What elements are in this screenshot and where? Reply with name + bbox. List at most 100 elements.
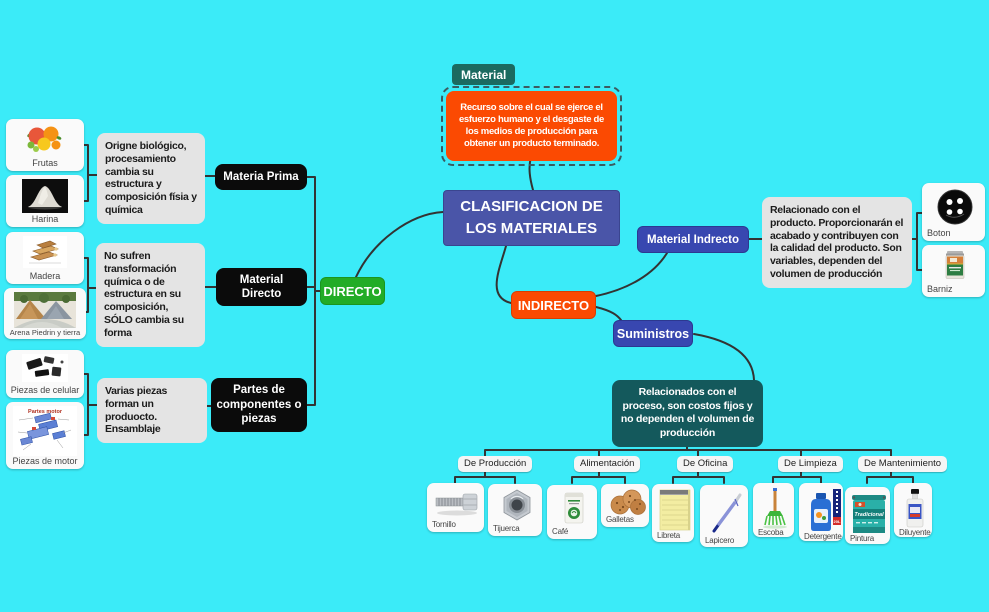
note-materia-prima[interactable]: Origne biológico, procesamiento cambia s… [97, 133, 205, 224]
material-node[interactable]: Material [452, 64, 516, 85]
escoba-image [758, 487, 792, 529]
note-partes[interactable]: Varias piezas forman un produocto. Ensam… [97, 378, 207, 444]
note-text: No sufren transformación química o de es… [104, 250, 184, 339]
connector-note-to-blacknode [203, 175, 217, 407]
piezas-celular-image [22, 354, 68, 382]
card-piezas-motor[interactable]: Partes motor Piezas de motor [6, 402, 84, 469]
card-label: Frutas [32, 158, 58, 168]
directo-node[interactable]: DIRECTO [320, 277, 385, 305]
piezas-motor-image: Partes motor [13, 406, 77, 456]
boton-image [935, 187, 975, 227]
card-harina[interactable]: Harina [6, 175, 84, 227]
note-suministros[interactable]: Relacionados con el proceso, son costos … [612, 380, 763, 447]
galletas-image [606, 488, 648, 516]
tijuerca-image [498, 488, 536, 522]
card-piezas-celular[interactable]: Piezas de celular [6, 350, 84, 398]
category-label: De Mantenimiento [864, 458, 942, 469]
category-de-oficina[interactable]: De Oficina [677, 456, 734, 472]
branch-partes-componentes[interactable]: Partes de componentes o piezas [211, 378, 307, 432]
card-label: Tornillo [432, 520, 456, 529]
branch-label: Material Directo [239, 273, 284, 300]
note-material-directo[interactable]: No sufren transformación química o de es… [96, 243, 205, 347]
root-node[interactable]: CLASIFICACION DE LOS MATERIALES [443, 190, 620, 246]
suministros-label: Suministros [616, 326, 690, 341]
card-label: Tijuerca [493, 524, 520, 533]
card-label: Piezas de celular [10, 385, 80, 395]
card-label: Libreta [657, 531, 681, 540]
category-label: De Producción [464, 458, 527, 469]
branch-materia-prima[interactable]: Materia Prima [215, 164, 307, 190]
tornillo-image [432, 487, 482, 517]
branch-label: Partes de componentes o piezas [216, 384, 302, 426]
pintura-image: Tradicional [848, 491, 890, 535]
madera-image [23, 236, 67, 268]
material-description-text: Recurso sobre el cual se ejerce el esfue… [458, 101, 605, 150]
card-label: Harina [31, 214, 59, 224]
card-label: Detergente [804, 532, 842, 541]
card-detergente[interactable]: 20L Detergente [799, 483, 843, 541]
card-lapicero[interactable]: Lapicero [700, 485, 748, 547]
category-de-mantenimiento[interactable]: De Mantenimiento [858, 456, 948, 472]
connector-directo-bracket [306, 176, 321, 406]
card-diluyente[interactable]: Diluyente [894, 483, 932, 537]
card-label: Madera [29, 271, 61, 281]
libreta-image [658, 488, 692, 532]
card-libreta[interactable]: Libreta [652, 484, 694, 542]
barniz-image [941, 249, 969, 283]
cafe-image [559, 489, 589, 527]
card-tijuerca[interactable]: Tijuerca [488, 484, 542, 536]
note-text: Relacionados con el proceso, son costos … [620, 386, 755, 439]
indirecto-label: INDIRECTO [517, 297, 590, 313]
svg-text:Partes motor: Partes motor [28, 409, 63, 415]
card-label: Diluyente [899, 528, 931, 537]
card-label: Escoba [758, 528, 784, 537]
branch-label: Materia Prima [223, 170, 299, 183]
card-frutas[interactable]: Frutas [6, 119, 84, 171]
svg-text:20L: 20L [833, 519, 840, 524]
card-cafe[interactable]: Café [547, 485, 597, 539]
card-label: Arena Piedrin y tierra [9, 327, 81, 337]
card-label: Pintura [850, 534, 874, 543]
card-escoba[interactable]: Escoba [753, 483, 794, 537]
indirecto-node[interactable]: INDIRECTO [511, 291, 596, 319]
svg-text:Tradicional: Tradicional [854, 512, 884, 518]
card-barniz[interactable]: Barniz [922, 245, 985, 297]
root-label: CLASIFICACION DE LOS MATERIALES [460, 198, 603, 237]
material-indirecto-label: Material Indrecto [646, 233, 740, 246]
card-label: Café [552, 527, 569, 536]
note-text: Varias piezas forman un produocto. Ensam… [105, 385, 168, 436]
directo-label: DIRECTO [323, 283, 382, 299]
arena-image [14, 292, 76, 328]
note-text: Relacionado con el producto. Proporciona… [770, 204, 904, 280]
material-selection-outline: Recurso sobre el cual se ejerce el esfue… [441, 86, 622, 166]
card-label: Lapicero [705, 536, 735, 545]
material-description-node[interactable]: Recurso sobre el cual se ejerce el esfue… [446, 91, 617, 161]
card-madera[interactable]: Madera [6, 232, 84, 284]
category-de-limpieza[interactable]: De Limpieza [778, 456, 843, 472]
branch-material-directo[interactable]: Material Directo [216, 268, 307, 306]
card-label: Galletas [606, 515, 634, 524]
material-indirecto-node[interactable]: Material Indrecto [637, 226, 749, 253]
lapicero-image [706, 489, 746, 537]
diluyente-image [901, 487, 929, 529]
category-label: De Oficina [683, 458, 728, 469]
category-de-produccion[interactable]: De Producción [458, 456, 533, 472]
card-galletas[interactable]: Galletas [601, 484, 649, 527]
frutas-image [23, 123, 67, 157]
note-material-indirecto[interactable]: Relacionado con el producto. Proporciona… [762, 197, 912, 288]
suministros-node[interactable]: Suministros [613, 320, 693, 347]
material-label: Material [461, 67, 507, 82]
card-tornillo[interactable]: Tornillo [427, 483, 484, 532]
card-label: Boton [927, 228, 951, 238]
category-label: De Limpieza [784, 458, 837, 469]
category-label: Alimentación [580, 458, 635, 469]
card-boton[interactable]: Boton [922, 183, 985, 241]
card-arena[interactable]: Arena Piedrin y tierra [4, 288, 86, 339]
card-label: Piezas de motor [12, 456, 78, 466]
card-pintura[interactable]: Tradicional Pintura [845, 487, 890, 544]
harina-image [22, 179, 68, 213]
card-label: Barniz [927, 284, 953, 294]
category-alimentacion[interactable]: Alimentación [574, 456, 641, 472]
note-text: Origne biológico, procesamiento cambia s… [105, 140, 197, 216]
